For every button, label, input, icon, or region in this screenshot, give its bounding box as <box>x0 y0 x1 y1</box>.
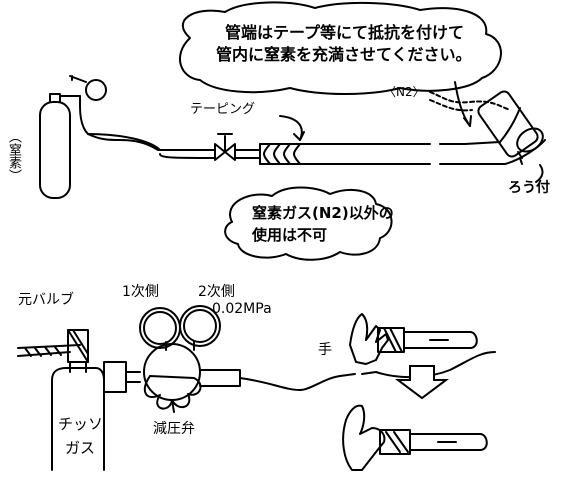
secondary-side-label: 2次側 <box>198 284 235 300</box>
elbow-pipe <box>464 107 546 165</box>
secondary-gauge <box>183 309 217 343</box>
brazing-label: ろう付 <box>508 180 550 196</box>
main-valve-pipe <box>17 344 81 357</box>
valve-icon <box>214 143 236 161</box>
taping-coils <box>263 143 301 165</box>
primary-side-label: 1次側 <box>122 284 159 300</box>
taping-label: テーピング <box>190 102 256 117</box>
warning-cloud <box>224 186 393 261</box>
nitrogen-gas-label-line1: チッソ <box>58 415 104 433</box>
main-valve-body <box>67 329 89 363</box>
pressure-label: 0.02MPa <box>212 301 272 317</box>
n2-label: 〈N2〉 <box>384 85 425 99</box>
hand-label: 手 <box>318 342 332 358</box>
warning-text-line2: 使用は不可 <box>252 226 328 244</box>
regulator-inlet <box>103 361 127 393</box>
nitrogen-gas-label-line2: ガス <box>64 439 95 457</box>
primary-gauge <box>143 311 177 345</box>
pipe-end-bottom <box>379 429 411 455</box>
nitrogen-cylinder <box>39 101 71 199</box>
hand-top <box>349 313 389 365</box>
hose <box>87 133 216 152</box>
regulator-body <box>143 343 201 401</box>
warning-text-line1: 窒素ガス(N2)以外の <box>252 204 394 222</box>
hand-bottom <box>342 404 386 471</box>
speech-bubble-text-line1: 管端はテープ等にて抵抗を付けて <box>225 23 465 42</box>
speech-bubble-cloud <box>179 1 502 95</box>
main-valve-label: 元バルブ <box>18 292 74 308</box>
regulator-label: 減圧弁 <box>153 421 195 437</box>
cylinder-label: （窒素） <box>5 130 21 182</box>
speech-bubble-text-line2: 管内に窒素を充満させてください。 <box>216 45 472 64</box>
